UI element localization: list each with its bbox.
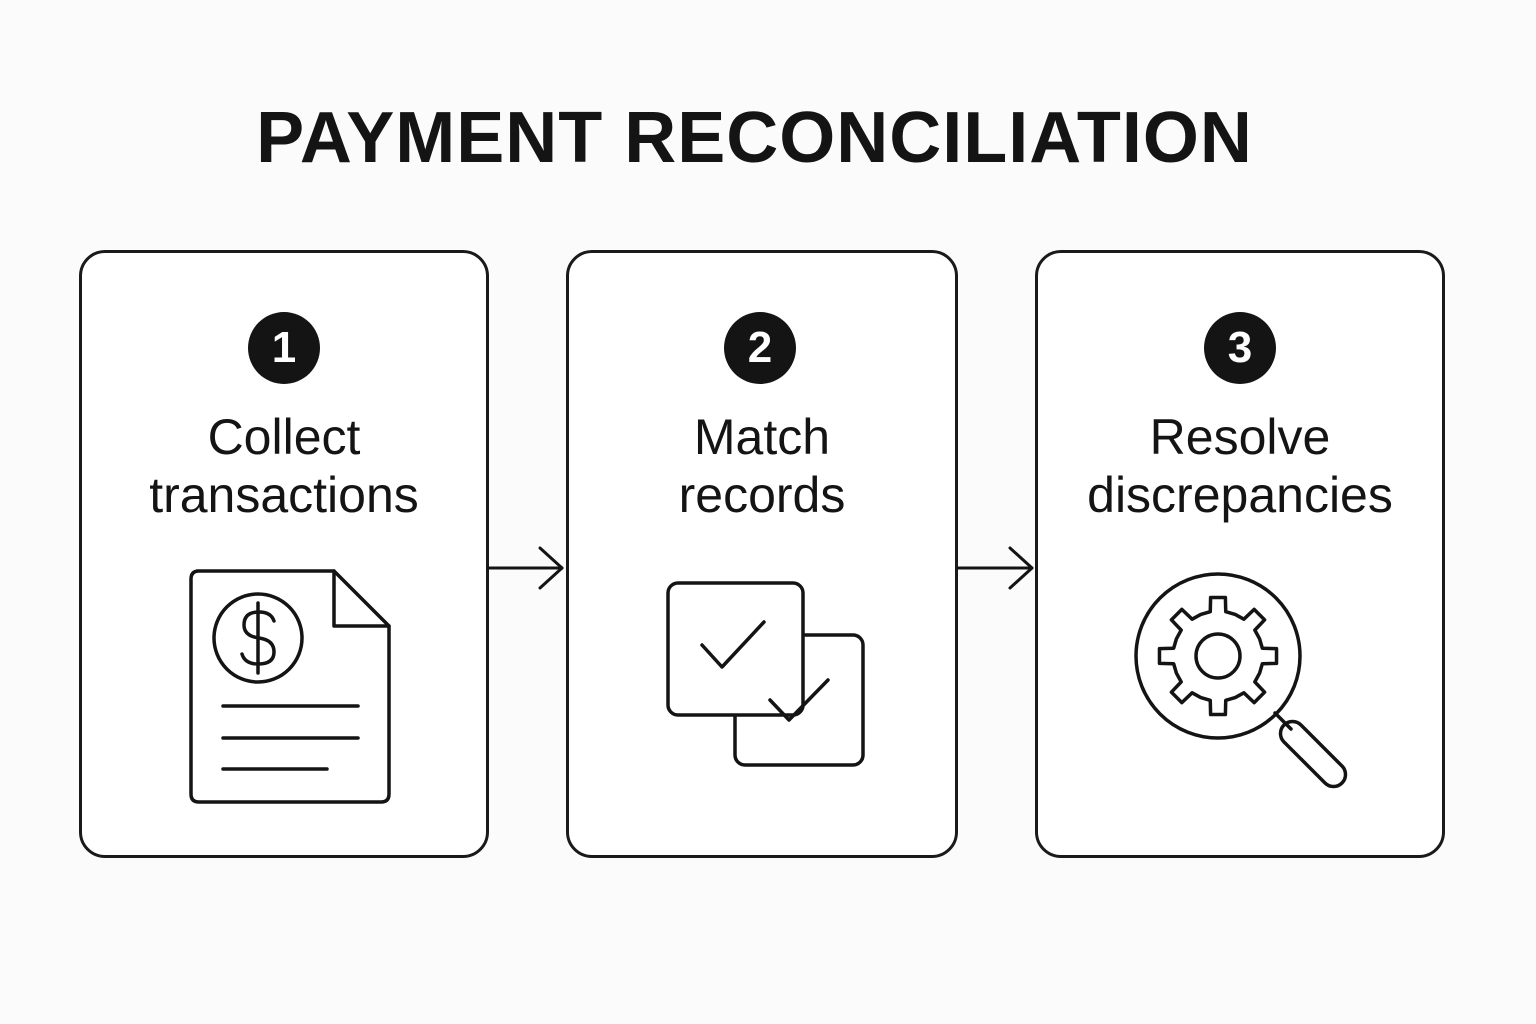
step-label-line-2: transactions xyxy=(149,467,419,523)
double-checkbox-icon xyxy=(666,581,865,767)
step-label: Collect transactions xyxy=(82,408,486,524)
gear-magnifier-icon xyxy=(1134,572,1348,789)
step-number-badge: 2 xyxy=(724,312,796,384)
step-card-match: 2 Match records xyxy=(566,250,958,858)
step-number-badge: 3 xyxy=(1204,312,1276,384)
arrow-right-icon xyxy=(956,546,1034,590)
invoice-dollar-icon xyxy=(189,569,391,804)
step-label-line-1: Resolve xyxy=(1149,409,1331,465)
step-label: Match records xyxy=(569,408,955,524)
arrow-right-icon xyxy=(486,546,564,590)
step-label-line-2: discrepancies xyxy=(1087,467,1393,523)
page-title: PAYMENT RECONCILIATION xyxy=(256,98,1253,178)
step-label-line-2: records xyxy=(678,467,846,523)
step-label: Resolve discrepancies xyxy=(1038,408,1442,524)
step-card-collect: 1 Collect transactions xyxy=(79,250,489,858)
step-number-badge: 1 xyxy=(248,312,320,384)
step-card-resolve: 3 Resolve discrepancies xyxy=(1035,250,1445,858)
step-label-line-1: Match xyxy=(693,409,831,465)
step-label-line-1: Collect xyxy=(207,409,361,465)
